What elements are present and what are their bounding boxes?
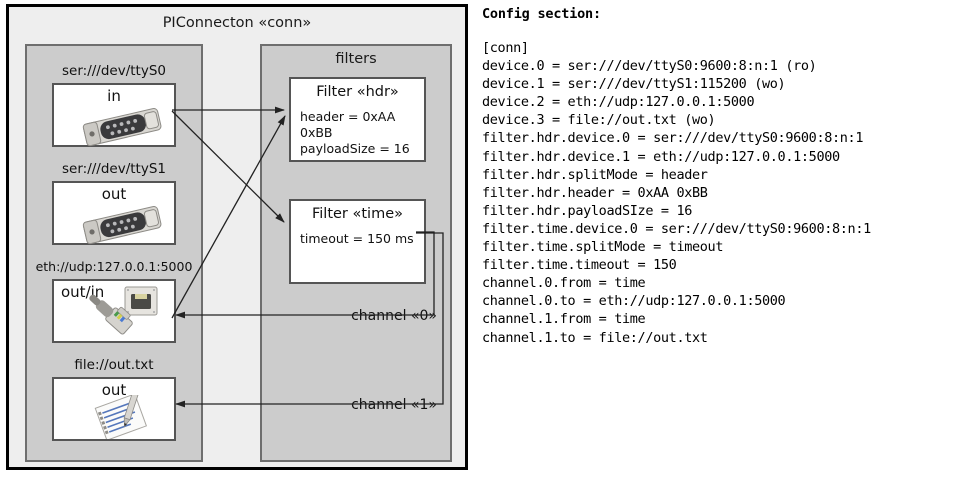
devices-panel: ser:///dev/ttyS0 in: [25, 44, 203, 462]
device-label-file: file://out.txt: [74, 357, 154, 373]
connector-diagram: PIConnecton «conn» ser:///dev/ttyS0 in: [6, 4, 468, 470]
diagram-title: PIConnecton «conn»: [162, 15, 312, 31]
filter-props-time: timeout = 150 ms: [300, 231, 414, 247]
device-label-ttyS1: ser:///dev/ttyS1: [62, 161, 166, 177]
config-line: device.0 = ser:///dev/ttyS0:9600:8:n:1 (…: [482, 58, 817, 75]
channel-label-0: channel «0»: [351, 308, 437, 324]
config-line: channel.1.from = time: [482, 311, 646, 328]
config-heading: Config section:: [482, 6, 601, 22]
filter-prop: timeout = 150 ms: [300, 231, 414, 246]
device-box-ttyS1[interactable]: out: [52, 181, 176, 245]
config-line: filter.time.splitMode = timeout: [482, 239, 724, 256]
filter-box-time[interactable]: Filter «time» timeout = 150 ms: [289, 199, 426, 284]
config-line: channel.1.to = file://out.txt: [482, 329, 708, 346]
channel-label-1: channel «1»: [351, 397, 437, 413]
device-direction-ttyS0: in: [107, 87, 121, 105]
filter-title-hdr: Filter «hdr»: [316, 84, 399, 100]
config-line: filter.hdr.header = 0xAA 0xBB: [482, 184, 708, 201]
config-line: filter.hdr.payloadSIze = 16: [482, 202, 692, 219]
config-line: filter.time.device.0 = ser:///dev/ttyS0:…: [482, 220, 871, 237]
filter-prop: payloadSize = 16: [300, 141, 410, 156]
device-box-ttyS0[interactable]: in: [52, 83, 176, 147]
config-line: device.2 = eth://udp:127.0.0.1:5000: [482, 94, 755, 111]
filter-prop: header = 0xAA 0xBB: [300, 109, 396, 140]
device-label-ttyS0: ser:///dev/ttyS0: [62, 63, 166, 79]
filter-box-hdr[interactable]: Filter «hdr» header = 0xAA 0xBB payloadS…: [289, 77, 426, 162]
filter-title-time: Filter «time»: [311, 206, 404, 222]
config-pane: Config section: [conn] device.0 = ser:///…: [482, 6, 952, 347]
config-line: channel.0.to = eth://udp:127.0.0.1:5000: [482, 293, 786, 310]
device-box-eth[interactable]: out/in: [52, 279, 176, 343]
config-line: channel.0.from = time: [482, 275, 646, 292]
config-line: device.1 = ser:///dev/ttyS1:115200 (wo): [482, 76, 786, 93]
config-line: filter.hdr.device.1 = eth://udp:127.0.0.…: [482, 148, 840, 165]
device-direction-file: out: [101, 381, 127, 399]
device-label-eth: eth://udp:127.0.0.1:5000: [35, 259, 193, 274]
device-direction-ttyS1: out: [101, 185, 127, 203]
config-line: device.3 = file://out.txt (wo): [482, 112, 716, 129]
filters-panel-title: filters: [335, 51, 377, 67]
filter-props-hdr: header = 0xAA 0xBB payloadSize = 16: [300, 109, 424, 157]
device-box-file[interactable]: out: [52, 377, 176, 441]
config-line: filter.hdr.splitMode = header: [482, 166, 708, 183]
config-lines[interactable]: [conn] device.0 = ser:///dev/ttyS0:9600:8…: [482, 39, 952, 347]
config-line: filter.time.timeout = 150: [482, 257, 677, 274]
config-line: [conn]: [482, 40, 529, 56]
config-line: filter.hdr.device.0 = ser:///dev/ttyS0:9…: [482, 130, 864, 147]
filters-panel: filters Filter «hdr» header = 0xAA 0xBB …: [260, 44, 452, 462]
